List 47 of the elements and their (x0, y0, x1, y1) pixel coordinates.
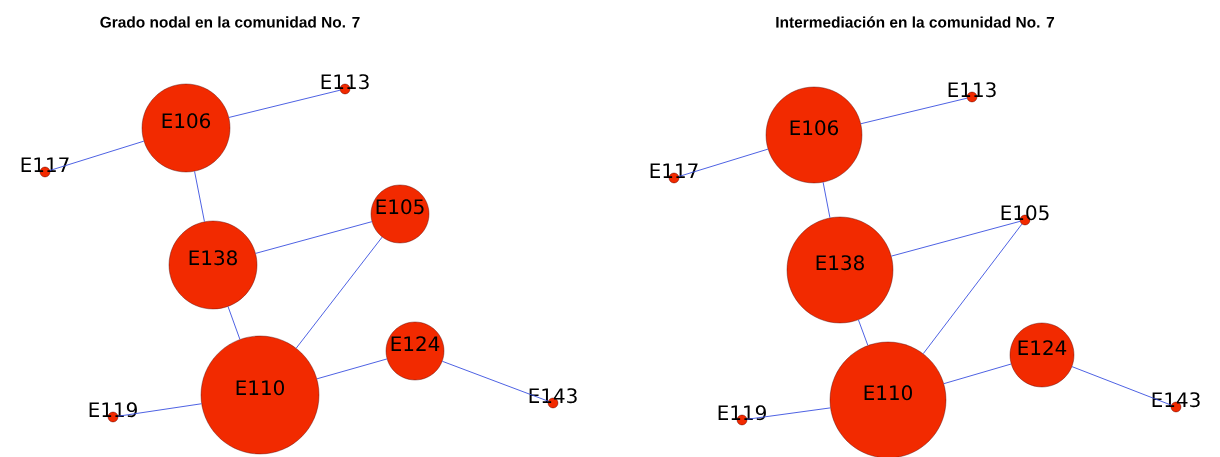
network-node: E143 (529, 388, 577, 409)
network-edge (860, 97, 968, 125)
network-edge (890, 220, 1021, 257)
node-label: E113 (948, 82, 996, 98)
network-edge (228, 89, 341, 118)
network-edge (117, 403, 202, 417)
network-node: E143 (1152, 392, 1200, 413)
network-node: E110 (829, 341, 947, 457)
network-edge (295, 236, 383, 349)
network-edge (746, 407, 831, 420)
network-node: E124 (1009, 322, 1075, 388)
network-node: E113 (948, 82, 996, 103)
network-edge (822, 181, 831, 219)
panel-title: Grado nodal en la comunidad No. 7 (100, 16, 360, 28)
network-edge (678, 148, 769, 177)
panel-title: Intermediación en la comunidad No. 7 (776, 16, 1055, 28)
network-node: E117 (21, 157, 69, 178)
network-node: E138 (168, 220, 258, 310)
node-label: E119 (718, 405, 766, 421)
node-label: E117 (650, 163, 698, 178)
network-node: E113 (321, 74, 369, 95)
network-node: E105 (370, 184, 430, 244)
network-node: E105 (1001, 205, 1049, 226)
network-edge (441, 360, 549, 402)
network-edge (943, 363, 1012, 385)
network-node: E117 (650, 163, 698, 184)
network-node: E106 (141, 83, 231, 173)
network-node: E106 (765, 86, 863, 184)
network-edge (255, 221, 373, 254)
network-edge (227, 306, 241, 340)
network-edge (194, 170, 205, 223)
network-edge (316, 358, 388, 380)
network-node: E119 (718, 405, 766, 426)
network-edge (857, 319, 869, 346)
node-label: E119 (89, 402, 137, 418)
network-node: E138 (786, 216, 894, 324)
network-edge (1071, 366, 1172, 406)
node-label: E143 (529, 388, 577, 404)
node-label: E113 (321, 74, 369, 90)
network-node: E110 (200, 335, 320, 455)
network-node: E124 (385, 321, 445, 381)
node-label: E105 (1001, 205, 1049, 221)
network-node: E119 (89, 402, 137, 423)
network-edge (922, 223, 1023, 355)
node-label: E143 (1152, 392, 1200, 408)
node-label: E117 (21, 157, 69, 172)
network-edge (49, 140, 145, 171)
